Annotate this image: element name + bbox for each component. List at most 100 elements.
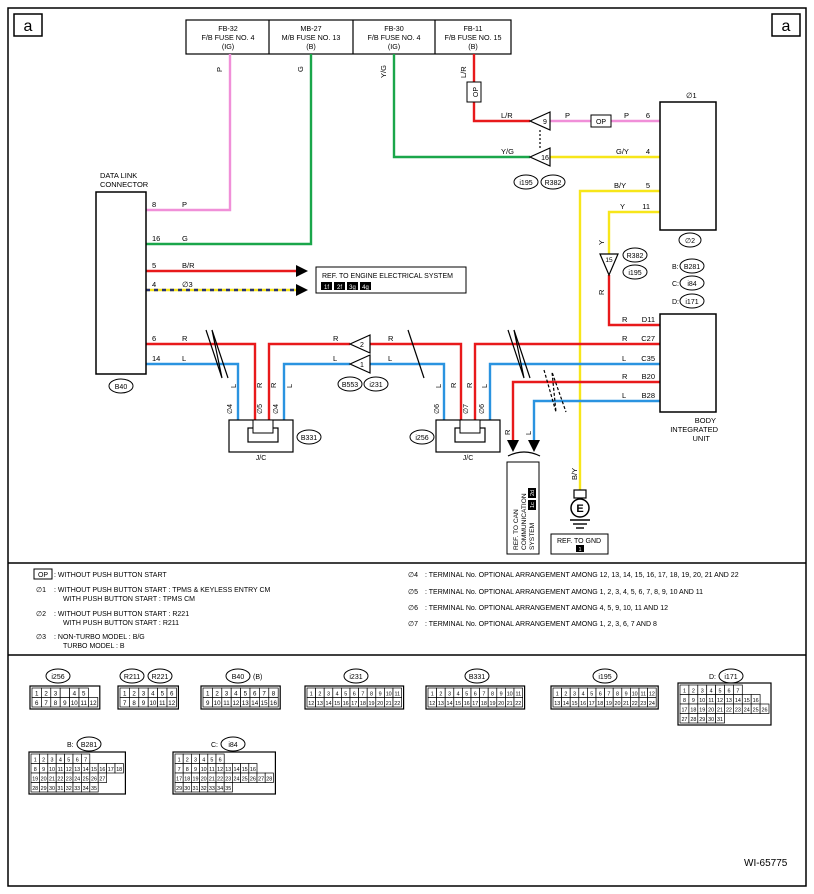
svg-text:MB-27: MB-27 bbox=[300, 24, 321, 33]
connector-pin-number: 5 bbox=[719, 688, 722, 694]
connector-pin-number: 6 bbox=[219, 757, 222, 763]
connector-pin-number: 13 bbox=[726, 698, 732, 704]
connector-pin-number: 5 bbox=[465, 691, 468, 697]
label-p-top: P bbox=[215, 67, 224, 72]
connector-pin-number: 22 bbox=[217, 776, 223, 782]
joint-connector-1: J/C ∅4 ∅5 ∅4 bbox=[227, 404, 294, 462]
svg-text:B:: B: bbox=[672, 264, 679, 271]
svg-text:OP: OP bbox=[38, 572, 48, 579]
svg-text:i195: i195 bbox=[519, 180, 532, 187]
svg-text:(IG): (IG) bbox=[388, 42, 400, 51]
wire-labels: P G Y/G L/R L/R Y/G P P G/Y B/Y Y Y R R … bbox=[182, 65, 629, 480]
svg-text:5: 5 bbox=[646, 181, 650, 190]
label-r-mid2: R bbox=[388, 334, 394, 343]
connector-pin-number: 17 bbox=[472, 701, 478, 707]
connector-pin-number: 6 bbox=[727, 688, 730, 694]
connector-pin-number: 35 bbox=[91, 786, 97, 792]
wire-r-b20 bbox=[511, 380, 660, 440]
svg-text:6: 6 bbox=[152, 334, 156, 343]
connector-pin-number: 7 bbox=[607, 691, 610, 697]
label-l-b28: L bbox=[622, 391, 626, 400]
connector-pin-number: 1 bbox=[206, 690, 210, 697]
connector-pin-number: 16 bbox=[753, 698, 759, 704]
label-l-can: L bbox=[524, 431, 533, 435]
svg-text:4: 4 bbox=[152, 280, 156, 289]
label-p-bcm: P bbox=[624, 111, 629, 120]
connector-pin-number: 23 bbox=[66, 776, 72, 782]
svg-text:∅4: ∅4 bbox=[273, 404, 280, 414]
connector-pin-number: 25 bbox=[753, 707, 759, 713]
engine-electrical-ref: REF. TO ENGINE ELECTRICAL SYSTEM 1f 2f 3… bbox=[296, 265, 467, 296]
svg-text:B553: B553 bbox=[342, 382, 358, 389]
legend-star6: ∅6 : TERMINAL No. OPTIONAL ARRANGEMENT A… bbox=[408, 605, 668, 612]
label-r-mid1: R bbox=[333, 334, 339, 343]
connector-pin-number: 14 bbox=[735, 698, 741, 704]
label-r-jc2a: R bbox=[449, 382, 458, 388]
svg-text:J/C: J/C bbox=[463, 455, 474, 462]
connector-pin-number: 35 bbox=[225, 786, 231, 792]
connector-pin-number: 22 bbox=[726, 707, 732, 713]
op-marker-p: OP bbox=[590, 114, 612, 128]
svg-text:14: 14 bbox=[152, 354, 160, 363]
connector-pin-number: 8 bbox=[272, 690, 276, 697]
connector-pin-number: 5 bbox=[344, 691, 347, 697]
label-l-mid2: L bbox=[388, 354, 392, 363]
connector-pin-number: 33 bbox=[209, 786, 215, 792]
connector-pin-number: 25 bbox=[83, 776, 89, 782]
connector-pin-number: 16 bbox=[99, 767, 105, 773]
legend-star3: ∅3 : NON-TURBO MODEL : B/G TURBO MODEL :… bbox=[36, 634, 145, 650]
svg-text:: WITHOUT PUSH BUTTON START :: : WITHOUT PUSH BUTTON START : TPMS & KEY… bbox=[54, 587, 271, 594]
connector-pin-number: 13 bbox=[225, 767, 231, 773]
svg-text:OP: OP bbox=[473, 87, 480, 97]
svg-text:4g: 4g bbox=[362, 285, 369, 291]
label-r-jc1a: R bbox=[255, 382, 264, 388]
page-frame bbox=[7, 7, 807, 887]
connector-pin-number: 7 bbox=[736, 688, 739, 694]
label-l-jc1b: L bbox=[285, 384, 294, 388]
svg-text:: WITHOUT PUSH BUTTON START :: : WITHOUT PUSH BUTTON START : R221 bbox=[54, 611, 189, 618]
svg-text:∅5: ∅5 bbox=[257, 404, 264, 414]
svg-text:8: 8 bbox=[152, 200, 156, 209]
svg-text:i171: i171 bbox=[685, 299, 698, 306]
svg-text:REF. TO ENGINE ELECTRICAL SYST: REF. TO ENGINE ELECTRICAL SYSTEM bbox=[322, 273, 453, 280]
connector-pin-number: 2 bbox=[318, 691, 321, 697]
connector-pin-number: 2 bbox=[692, 688, 695, 694]
wire-pink-dlc8 bbox=[146, 54, 232, 212]
connector-view-prefix: C: bbox=[211, 742, 218, 749]
connector-pin-number: 6 bbox=[170, 690, 174, 697]
connector-pin-number: 9 bbox=[379, 691, 382, 697]
joint-connector-2: J/C ∅6 ∅7 ∅6 bbox=[434, 404, 501, 462]
svg-text:C:: C: bbox=[672, 281, 679, 288]
bcm-star2: ∅2 bbox=[685, 238, 695, 245]
svg-text:D11: D11 bbox=[642, 315, 655, 324]
label-p-relay: P bbox=[565, 111, 570, 120]
connector-pin-number: 20 bbox=[498, 701, 504, 707]
fuse-fb11: FB-11 F/B FUSE NO. 15 (B) bbox=[444, 24, 501, 51]
svg-text:C27: C27 bbox=[641, 334, 655, 343]
connector-pin-number: 1 bbox=[683, 688, 686, 694]
connector-pin-number: 2 bbox=[215, 690, 219, 697]
tag-i231: i231 bbox=[363, 376, 389, 392]
connector-pin-number: 30 bbox=[49, 786, 55, 792]
svg-text:11: 11 bbox=[642, 202, 650, 211]
connector-pin-number: 10 bbox=[149, 700, 156, 707]
connector-pin-number: 9 bbox=[63, 700, 67, 707]
svg-text:2: 2 bbox=[360, 342, 364, 349]
wire-l-can-low-jc2 bbox=[488, 362, 660, 428]
connector-pin-number: 3 bbox=[327, 691, 330, 697]
connector-pin-number: 27 bbox=[99, 776, 105, 782]
connector-pin-number: 22 bbox=[57, 776, 63, 782]
svg-text:∅6: ∅6 bbox=[408, 605, 418, 612]
connector-pin-number: 3 bbox=[51, 757, 54, 763]
connector-pin-number: 12 bbox=[232, 700, 239, 707]
connector-pin-number: 4 bbox=[202, 757, 205, 763]
connector-pin-number: 16 bbox=[343, 701, 349, 707]
connector-pin-number: 15 bbox=[455, 701, 461, 707]
connector-view-tag: i195 bbox=[598, 674, 611, 681]
svg-text:4: 4 bbox=[646, 147, 650, 156]
connector-pin-number: 19 bbox=[606, 701, 612, 707]
connector-pin-number: 23 bbox=[640, 701, 646, 707]
